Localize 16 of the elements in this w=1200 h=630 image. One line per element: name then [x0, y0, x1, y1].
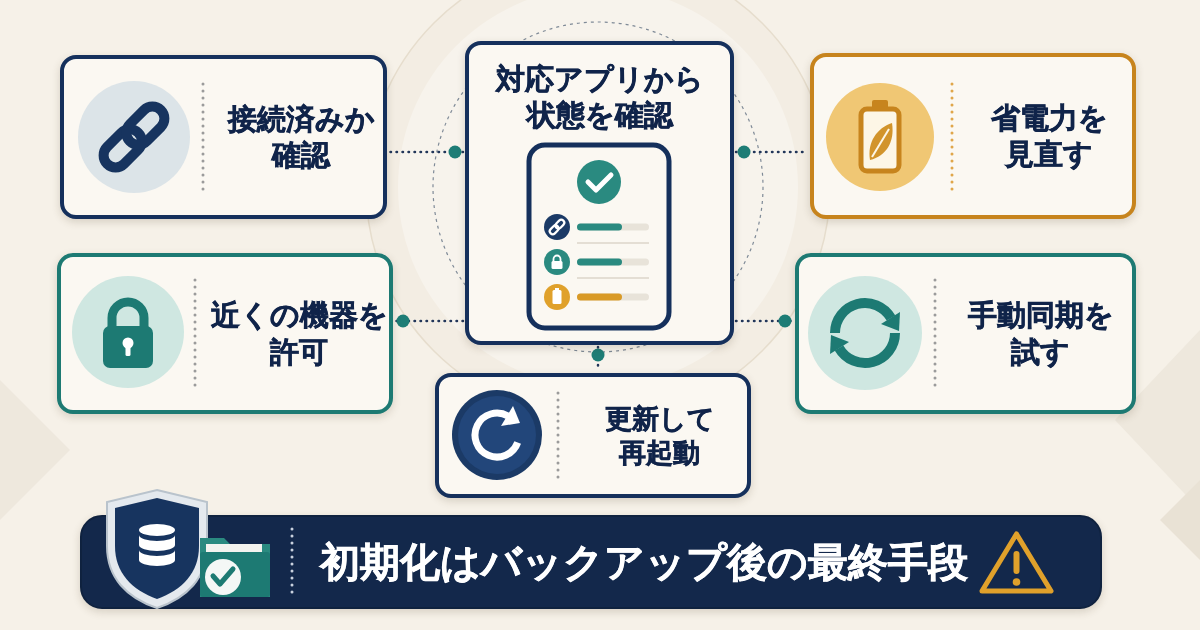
dotted-connector: [387, 145, 465, 159]
card-label: 更新して再起動: [603, 401, 716, 470]
dotted-connector: [393, 314, 465, 328]
step-card: [810, 53, 1136, 219]
card-label: 対応アプリから状態を確認: [494, 61, 705, 134]
dotted-connector: [734, 314, 795, 328]
status-card: [465, 41, 734, 345]
step-card: [435, 373, 751, 498]
card-label: 接続済みか確認: [226, 100, 376, 174]
step-card: [795, 253, 1136, 414]
step-card: [60, 55, 387, 219]
card-label: 手動同期を試す: [966, 297, 1115, 370]
card-label: 近くの機器を許可: [209, 297, 389, 370]
step-card: [57, 253, 393, 414]
card-label: 省電力を見直す: [989, 99, 1109, 173]
banner-text: 初期化はバックアップ後の最終手段: [320, 538, 968, 587]
